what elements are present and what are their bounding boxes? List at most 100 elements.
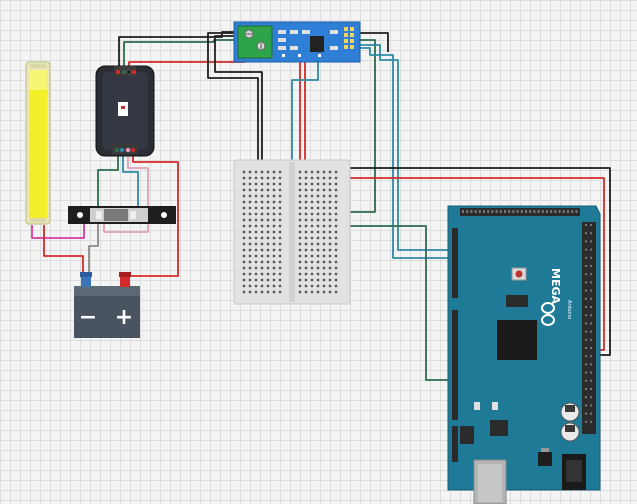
breadboard-hole[interactable] xyxy=(266,260,270,264)
breadboard-hole[interactable] xyxy=(304,290,308,294)
header-pin[interactable] xyxy=(585,412,587,415)
breadboard-hole[interactable] xyxy=(266,218,270,222)
breadboard-hole[interactable] xyxy=(304,254,308,258)
breadboard-hole[interactable] xyxy=(278,206,282,210)
header-pin[interactable] xyxy=(470,210,473,213)
breadboard-hole[interactable] xyxy=(242,254,246,258)
breadboard-hole[interactable] xyxy=(322,272,326,276)
breadboard-hole[interactable] xyxy=(278,170,282,174)
header-pin[interactable] xyxy=(590,379,592,382)
breadboard-hole[interactable] xyxy=(310,212,314,216)
breadboard-hole[interactable] xyxy=(334,230,338,234)
breadboard-hole[interactable] xyxy=(260,182,264,186)
breadboard[interactable] xyxy=(233,159,351,305)
header-pin[interactable] xyxy=(590,248,592,251)
breadboard-hole[interactable] xyxy=(322,170,326,174)
breadboard-hole[interactable] xyxy=(254,260,258,264)
breadboard-hole[interactable] xyxy=(248,290,252,294)
breadboard-hole[interactable] xyxy=(322,290,326,294)
breadboard-hole[interactable] xyxy=(242,218,246,222)
breadboard-hole[interactable] xyxy=(328,290,332,294)
header-pin[interactable] xyxy=(590,224,592,226)
header-pin[interactable] xyxy=(590,322,592,325)
breadboard-hole[interactable] xyxy=(322,230,326,234)
breadboard-hole[interactable] xyxy=(242,200,246,204)
breadboard-hole[interactable] xyxy=(304,236,308,240)
breadboard-hole[interactable] xyxy=(272,254,276,258)
breadboard-hole[interactable] xyxy=(334,254,338,258)
breadboard-hole[interactable] xyxy=(260,242,264,246)
header-pin[interactable] xyxy=(567,210,569,213)
breadboard-hole[interactable] xyxy=(242,272,246,276)
header-pin[interactable] xyxy=(590,412,592,415)
breadboard-hole[interactable] xyxy=(272,278,276,282)
breadboard-hole[interactable] xyxy=(316,224,320,228)
breadboard-hole[interactable] xyxy=(254,242,258,246)
header-pin[interactable] xyxy=(495,210,498,213)
header-pin[interactable] xyxy=(585,371,587,374)
breadboard-hole[interactable] xyxy=(304,194,308,198)
breadboard-hole[interactable] xyxy=(328,194,332,198)
breadboard-hole[interactable] xyxy=(272,224,276,228)
breadboard-hole[interactable] xyxy=(322,188,326,192)
breadboard-hole[interactable] xyxy=(260,170,264,174)
header-pin[interactable] xyxy=(585,322,587,325)
breadboard-hole[interactable] xyxy=(266,242,270,246)
rs485-module[interactable] xyxy=(233,21,361,63)
breadboard-hole[interactable] xyxy=(242,182,246,186)
breadboard-hole[interactable] xyxy=(298,248,302,252)
header-pin[interactable] xyxy=(585,355,587,358)
breadboard-hole[interactable] xyxy=(334,182,338,186)
breadboard-hole[interactable] xyxy=(278,200,282,204)
breadboard-hole[interactable] xyxy=(334,272,338,276)
header-pin[interactable] xyxy=(550,210,553,213)
wire-rs485-right-black[interactable] xyxy=(357,32,389,52)
header-pin[interactable] xyxy=(575,210,578,213)
breadboard-hole[interactable] xyxy=(316,236,320,240)
breadboard-hole[interactable] xyxy=(242,176,246,180)
breadboard-hole[interactable] xyxy=(298,254,302,258)
arduino-top-header[interactable] xyxy=(460,208,580,216)
breadboard-hole[interactable] xyxy=(260,206,264,210)
breadboard-hole[interactable] xyxy=(316,200,320,204)
header-pin[interactable] xyxy=(585,297,587,300)
breadboard-hole[interactable] xyxy=(272,212,276,216)
breadboard-hole[interactable] xyxy=(304,248,308,252)
header-pin[interactable] xyxy=(487,210,490,213)
breadboard-hole[interactable] xyxy=(254,236,258,240)
breadboard-hole[interactable] xyxy=(328,224,332,228)
breadboard-hole[interactable] xyxy=(260,266,264,270)
breadboard-hole[interactable] xyxy=(278,260,282,264)
header-pin[interactable] xyxy=(558,210,561,213)
header-pin[interactable] xyxy=(585,420,587,423)
header-pin[interactable] xyxy=(541,210,544,213)
breadboard-hole[interactable] xyxy=(278,236,282,240)
header-pin[interactable] xyxy=(590,297,592,300)
breadboard-hole[interactable] xyxy=(316,284,320,288)
breadboard-hole[interactable] xyxy=(334,260,338,264)
breadboard-hole[interactable] xyxy=(272,170,276,174)
breadboard-hole[interactable] xyxy=(334,278,338,282)
breadboard-hole[interactable] xyxy=(278,182,282,186)
breadboard-hole[interactable] xyxy=(310,224,314,228)
breadboard-hole[interactable] xyxy=(260,254,264,258)
breadboard-hole[interactable] xyxy=(334,266,338,270)
breadboard-hole[interactable] xyxy=(254,182,258,186)
breadboard-hole[interactable] xyxy=(266,290,270,294)
breadboard-hole[interactable] xyxy=(278,242,282,246)
breadboard-hole[interactable] xyxy=(316,260,320,264)
breadboard-hole[interactable] xyxy=(322,194,326,198)
breadboard-hole[interactable] xyxy=(266,224,270,228)
breadboard-hole[interactable] xyxy=(316,212,320,216)
breadboard-hole[interactable] xyxy=(310,170,314,174)
wire-meter-to-rs485-black[interactable] xyxy=(118,31,237,67)
breadboard-hole[interactable] xyxy=(298,206,302,210)
breadboard-hole[interactable] xyxy=(248,278,252,282)
breadboard-hole[interactable] xyxy=(254,206,258,210)
breadboard-hole[interactable] xyxy=(254,278,258,282)
breadboard-hole[interactable] xyxy=(272,218,276,222)
header-pin[interactable] xyxy=(585,306,587,308)
breadboard-hole[interactable] xyxy=(272,242,276,246)
breadboard-hole[interactable] xyxy=(242,206,246,210)
header-pin[interactable] xyxy=(590,396,592,399)
